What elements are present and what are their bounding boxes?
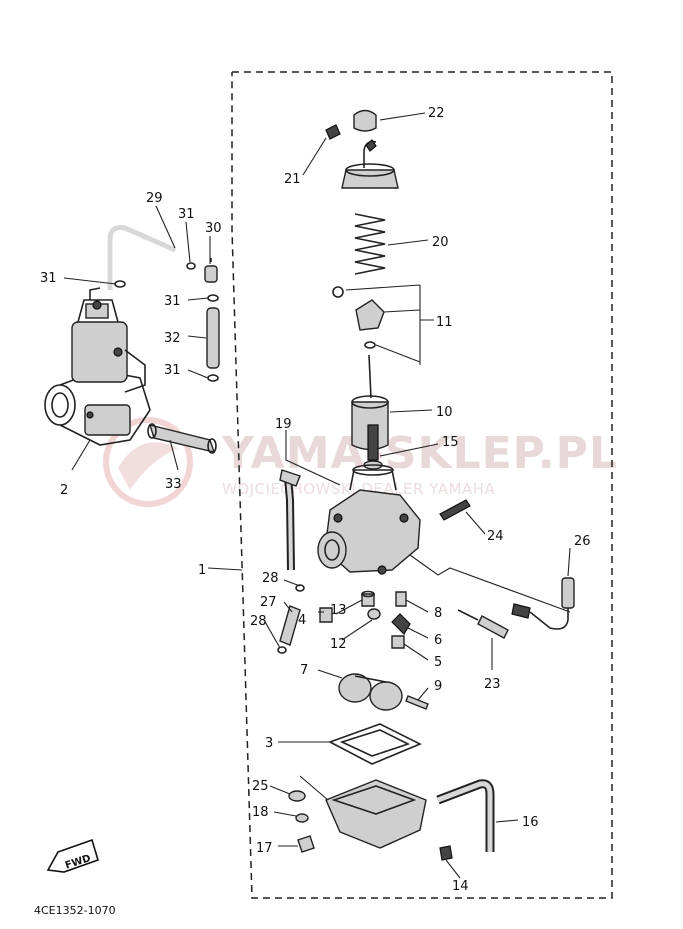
callout-27: 27	[260, 595, 277, 610]
part-22-cap	[353, 109, 377, 132]
part-7-float	[338, 673, 403, 711]
part-32-tube	[206, 307, 220, 369]
callout-8: 8	[434, 606, 442, 621]
callout-12: 12	[330, 637, 347, 652]
part-15-screw	[363, 424, 383, 470]
callout-labels: 1 2 3 4 5 6 7 8 9 10 11 12 13 14 15 16 1…	[40, 106, 591, 894]
callout-13: 13	[330, 603, 347, 618]
part-5-needle-valve	[391, 635, 405, 649]
part-21-nut	[325, 124, 341, 140]
callout-3: 3	[265, 736, 273, 751]
assembled-carburetor	[44, 287, 151, 446]
part-6-pin	[391, 613, 411, 635]
part-16-overflow-pipe	[436, 779, 495, 852]
leader-lines	[63, 112, 571, 879]
part-14-drain-screw	[439, 845, 453, 861]
assembly-boundary	[231, 71, 613, 899]
callout-9: 9	[434, 679, 442, 694]
callout-29: 29	[146, 191, 163, 206]
part-8-jet	[395, 591, 407, 607]
carburetor-body	[317, 464, 421, 575]
callout-32: 32	[164, 331, 181, 346]
float-bowl	[325, 779, 427, 849]
callout-24: 24	[487, 529, 504, 544]
part-3-gasket	[328, 723, 422, 765]
callout-14: 14	[452, 879, 469, 894]
part-24-bolt	[439, 499, 471, 521]
callout-20: 20	[432, 235, 449, 250]
part-33-hose	[147, 423, 217, 454]
callout-26: 26	[574, 534, 591, 549]
callout-22: 22	[428, 106, 445, 121]
part-28-clips	[277, 584, 305, 654]
part-9-float-pin	[405, 695, 429, 710]
callout-15: 15	[442, 435, 459, 450]
part-18-seal	[295, 813, 309, 823]
callout-19: 19	[275, 417, 292, 432]
part-29-pipe	[107, 225, 177, 290]
part-23-screw	[457, 609, 509, 639]
callout-21: 21	[284, 172, 301, 187]
part-19-vent-tube	[279, 469, 301, 571]
part-31-clips	[114, 262, 219, 382]
callout-16: 16	[522, 815, 539, 830]
top-cover	[341, 139, 399, 189]
part-25-washer	[288, 790, 306, 802]
part-11-needle-set	[332, 286, 385, 399]
document-code: 4CE1352-1070	[34, 904, 116, 917]
callout-28-lower: 28	[250, 614, 267, 629]
part-20-spring	[354, 213, 386, 275]
callout-18: 18	[252, 805, 269, 820]
fwd-arrow: FWD	[46, 838, 99, 873]
callout-17: 17	[256, 841, 273, 856]
callout-1: 1	[198, 563, 206, 578]
callout-6: 6	[434, 633, 442, 648]
callout-25: 25	[252, 779, 269, 794]
callout-31-mid: 31	[164, 294, 181, 309]
callout-5: 5	[434, 655, 442, 670]
callout-33: 33	[165, 477, 182, 492]
part-30-fitting	[204, 258, 218, 283]
callout-7: 7	[300, 663, 308, 678]
callout-31-top: 31	[178, 207, 195, 222]
callout-23: 23	[484, 677, 501, 692]
part-17-screw	[297, 835, 315, 853]
part-27-tube	[279, 605, 301, 646]
callout-31-left: 31	[40, 271, 57, 286]
part-26-cable	[511, 577, 575, 630]
callout-28-upper: 28	[262, 571, 279, 586]
part-13-jet	[361, 590, 375, 607]
callout-11: 11	[436, 315, 453, 330]
callout-2: 2	[60, 483, 68, 498]
callout-4: 4	[298, 613, 306, 628]
callout-30: 30	[205, 221, 222, 236]
part-12-jet	[367, 608, 381, 620]
callout-10: 10	[436, 405, 453, 420]
callout-31-low: 31	[164, 363, 181, 378]
watermark-brand: YAMA-SKLEP.PL	[221, 428, 618, 479]
